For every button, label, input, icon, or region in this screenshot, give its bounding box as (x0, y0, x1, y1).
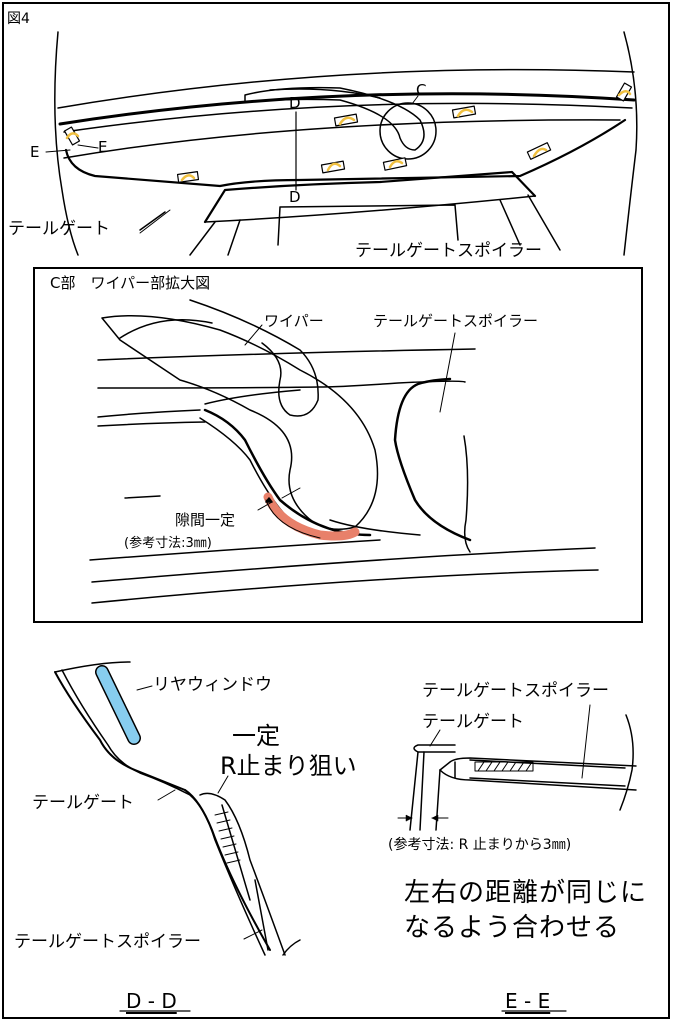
marker-d-bottom: D (289, 188, 301, 206)
gap-label: 隙間一定 (175, 511, 236, 529)
detail-c-drawing (89, 299, 599, 604)
dd-tailgate-label: テールゲート (32, 793, 134, 813)
top-view-drawing (45, 31, 638, 256)
marker-d-top: D (289, 94, 301, 112)
instruction-line2: なるよう合わせる (404, 913, 621, 943)
detail-c-wiper-label: ワイパー (264, 312, 324, 330)
section-ee-caption: E - E (505, 989, 551, 1013)
figure-label: 図4 (7, 11, 30, 27)
section-dd-caption: D - D (126, 989, 177, 1013)
ee-reference-label: (参考寸法: R 止まりから3㎜) (388, 837, 572, 853)
r-stop-label: R止まり狙い (220, 752, 357, 780)
detail-c-spoiler-label: テールゲートスポイラー (373, 312, 539, 330)
detail-c-frame (33, 267, 643, 623)
reference-label: (参考寸法:3㎜) (124, 536, 212, 551)
ee-spoiler-label: テールゲートスポイラー (422, 681, 609, 701)
marker-c: C (416, 81, 427, 99)
dd-spoiler-label: テールゲートスポイラー (14, 932, 201, 952)
constant-label: 一定 (232, 722, 280, 750)
top-tailgate-label: テールゲート (8, 219, 110, 239)
rear-window-label: リヤウィンドウ (153, 675, 272, 695)
marker-e-right: E (98, 138, 108, 156)
marker-e-left: E (30, 143, 40, 161)
instruction-line1: 左右の距離が同じに (404, 878, 648, 908)
detail-c-title: C部 ワイパー部拡大図 (50, 274, 211, 292)
top-spoiler-label: テールゲートスポイラー (355, 241, 542, 261)
section-dd-drawing (54, 661, 301, 1012)
section-ee-drawing (397, 704, 637, 1012)
ee-tailgate-label: テールゲート (422, 712, 524, 732)
